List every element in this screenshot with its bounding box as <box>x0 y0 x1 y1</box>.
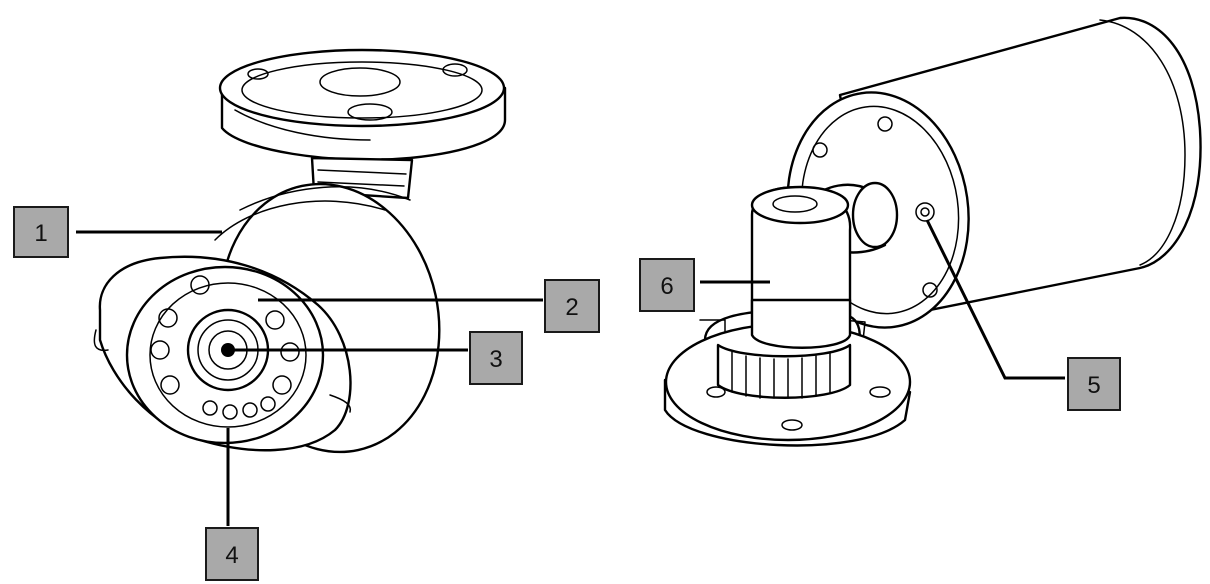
callout-6: 6 <box>639 258 695 312</box>
callout-3: 3 <box>469 331 523 385</box>
callout-5-label: 5 <box>1087 372 1100 399</box>
leader-lines <box>76 219 1065 526</box>
ir-led-ring <box>150 275 300 420</box>
callout-4: 4 <box>205 527 259 581</box>
bracket-lock-ring-front <box>716 298 852 399</box>
ceiling-mount-base <box>218 48 507 161</box>
callout-4-label: 4 <box>225 542 238 569</box>
callout-2: 2 <box>544 279 600 333</box>
callout-2-label: 2 <box>565 294 578 321</box>
callout-1: 1 <box>13 206 69 258</box>
callout-6-label: 6 <box>660 273 673 300</box>
callout-5: 5 <box>1067 357 1121 411</box>
camera-front-view <box>93 48 507 454</box>
callout-1-label: 1 <box>34 220 47 247</box>
callout-3-label: 3 <box>489 346 502 373</box>
leader-line-5 <box>925 219 1065 380</box>
camera-rear-view <box>663 16 1202 447</box>
